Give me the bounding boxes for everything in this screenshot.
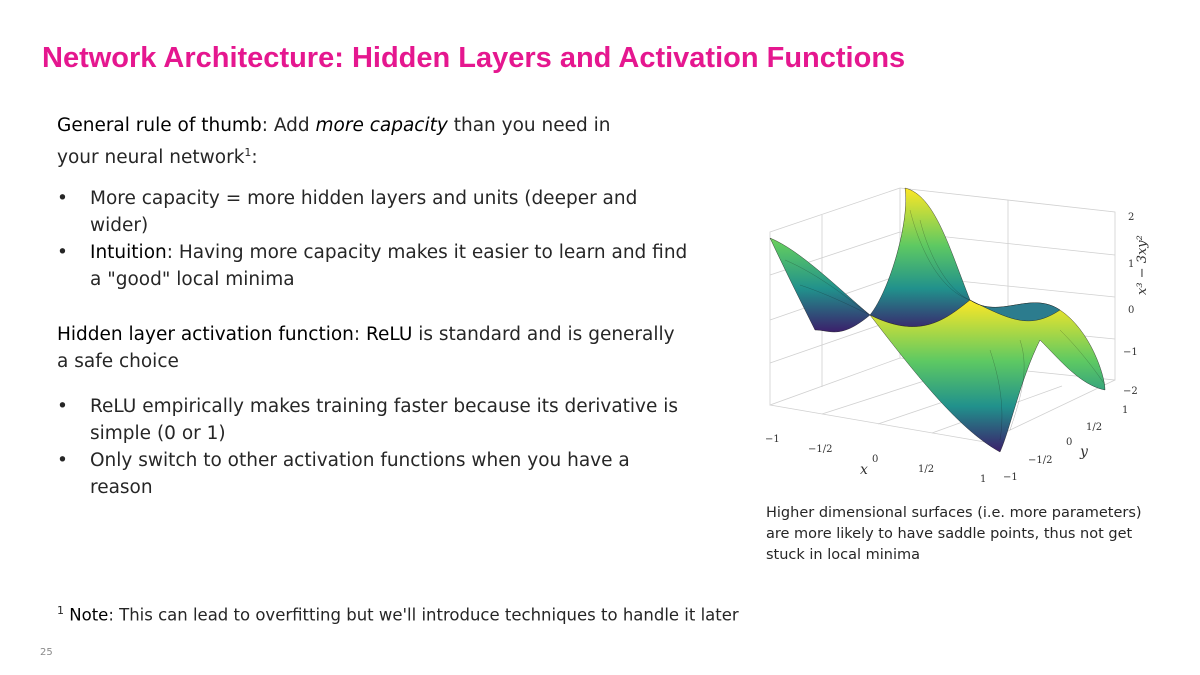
bullet-text: : Having more capacity makes it easier t… bbox=[90, 242, 688, 291]
y-tick: 0 bbox=[1066, 437, 1072, 448]
footnote-text: : This can lead to overfitting but we'll… bbox=[108, 605, 739, 625]
bullet-text: Only switch to other activation function… bbox=[90, 450, 630, 499]
x-tick: 0 bbox=[872, 454, 878, 465]
surface-bottom-fold bbox=[969, 299, 1061, 322]
intuition-term: Intuition bbox=[90, 242, 167, 264]
activation-paragraph: Hidden layer activation function: ReLU i… bbox=[57, 321, 677, 375]
y-tick: −1 bbox=[1003, 472, 1018, 483]
footnote: 1 Note: This can lead to overfitting but… bbox=[57, 604, 739, 625]
activation-text: is standard and is generally a safe choi… bbox=[57, 324, 675, 373]
z-tick: 2 bbox=[1128, 212, 1134, 223]
z-tick: −2 bbox=[1123, 386, 1138, 397]
z-tick: −1 bbox=[1123, 347, 1138, 358]
bullet-text: ReLU empirically makes training faster b… bbox=[90, 396, 679, 445]
footnote-number: 1 bbox=[57, 604, 64, 617]
z-tick: 0 bbox=[1128, 305, 1134, 316]
y-tick-labels: −1 −1/2 0 1/2 1 bbox=[1003, 405, 1128, 483]
capacity-bullet-list: More capacity = more hidden layers and u… bbox=[57, 185, 697, 293]
y-tick: 1/2 bbox=[1086, 422, 1102, 433]
slide-body: General rule of thumb: Add more capacity… bbox=[57, 112, 697, 501]
z-axis-label: x³ − 3xy² bbox=[1135, 235, 1150, 295]
activation-term: Hidden layer activation function bbox=[57, 324, 354, 346]
relu-term: ReLU bbox=[366, 324, 413, 346]
y-tick: 1 bbox=[1122, 405, 1128, 416]
slide-title: Network Architecture: Hidden Layers and … bbox=[42, 42, 906, 74]
rule-of-thumb-term: General rule of thumb bbox=[57, 115, 262, 136]
rule-text-before: : Add bbox=[261, 115, 316, 136]
y-axis-label: y bbox=[1079, 444, 1089, 460]
surface-left-lobe bbox=[769, 187, 971, 333]
figure-caption: Higher dimensional surfaces (i.e. more p… bbox=[766, 505, 1142, 563]
rule-text-after: than you need in your neural network bbox=[57, 115, 611, 169]
x-tick: 1 bbox=[980, 474, 986, 485]
footnote-ref: 1 bbox=[244, 146, 252, 159]
x-tick: −1 bbox=[765, 434, 780, 445]
list-item: Only switch to other activation function… bbox=[57, 447, 697, 501]
x-axis-label: x bbox=[860, 462, 868, 478]
rule-trailing: : bbox=[251, 147, 258, 169]
surface-mesh bbox=[784, 209, 1106, 441]
y-tick: −1/2 bbox=[1028, 455, 1052, 466]
z-tick: 1 bbox=[1128, 259, 1134, 270]
list-item: ReLU empirically makes training faster b… bbox=[57, 393, 697, 447]
more-capacity-emphasis: more capacity bbox=[315, 115, 448, 136]
page-number: 25 bbox=[40, 647, 53, 658]
list-item: Intuition: Having more capacity makes it… bbox=[57, 239, 697, 293]
x-tick: −1/2 bbox=[808, 444, 832, 455]
footnote-term: Note bbox=[69, 605, 109, 625]
saddle-surface bbox=[769, 187, 1106, 453]
list-item: More capacity = more hidden layers and u… bbox=[57, 185, 697, 239]
activation-sep: : bbox=[353, 324, 367, 346]
x-tick-labels: −1 −1/2 0 1/2 1 bbox=[765, 434, 986, 485]
bullet-text: More capacity = more hidden layers and u… bbox=[90, 188, 638, 237]
rule-of-thumb-paragraph: General rule of thumb: Add more capacity… bbox=[57, 112, 657, 171]
saddle-surface-figure: 2 1 0 −1 −2 x³ − 3xy² −1 −1/2 0 1/2 1 x … bbox=[765, 187, 1150, 485]
z-tick-labels: 2 1 0 −1 −2 bbox=[1123, 212, 1138, 397]
x-tick: 1/2 bbox=[918, 464, 934, 475]
relu-bullet-list: ReLU empirically makes training faster b… bbox=[57, 393, 697, 501]
